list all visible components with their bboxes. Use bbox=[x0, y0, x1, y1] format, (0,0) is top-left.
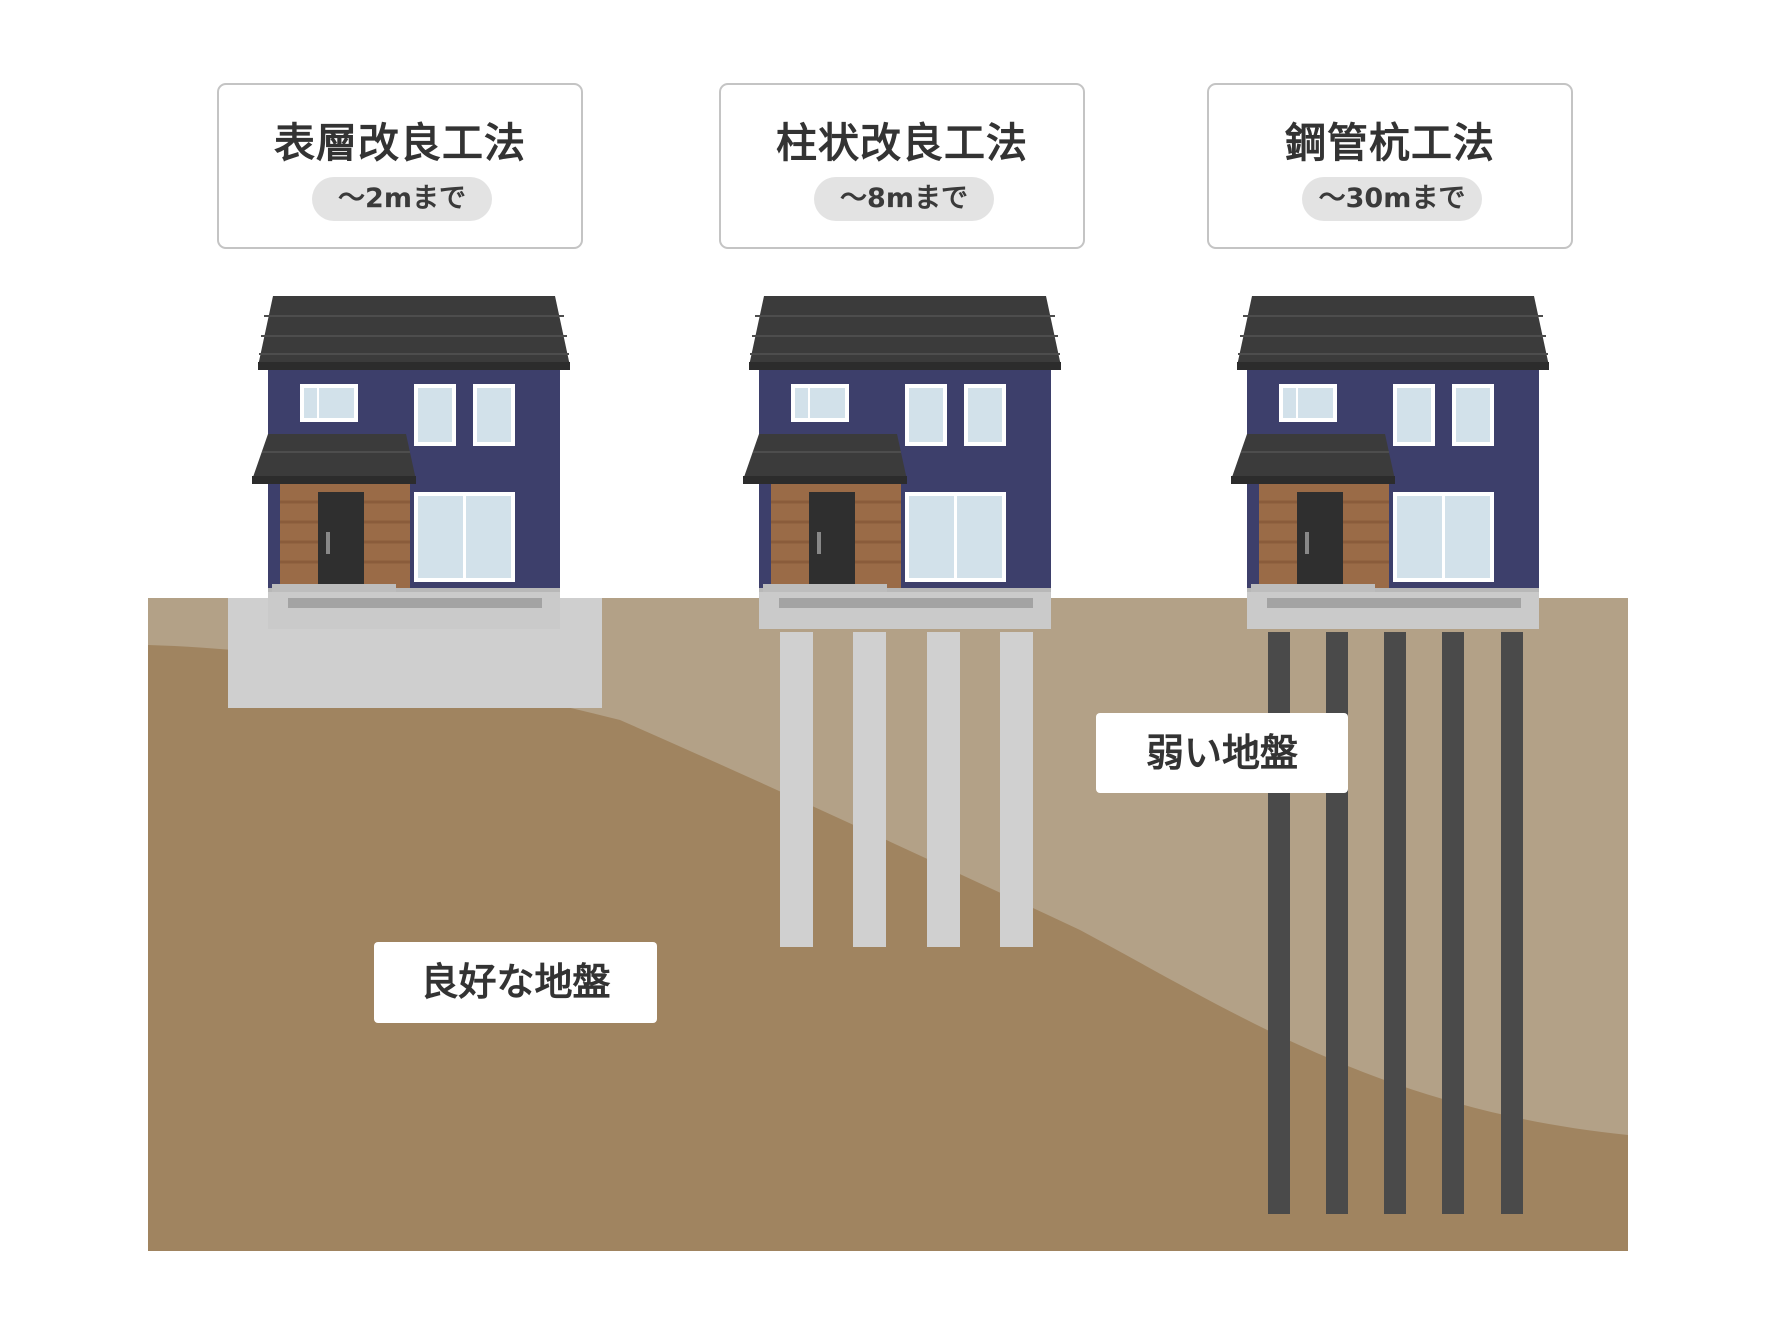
house-surface-method bbox=[250, 294, 572, 631]
method-card-column: 柱状改良工法 ～8mまで bbox=[719, 83, 1085, 249]
good-soil-layer bbox=[148, 645, 1628, 1251]
method-card-pile: 鋼管杭工法 ～30mまで bbox=[1207, 83, 1573, 249]
depth-badge: ～2mまで bbox=[312, 177, 492, 221]
method-title: 柱状改良工法 bbox=[776, 119, 1028, 167]
house-column-method bbox=[741, 294, 1063, 631]
soil-columns bbox=[780, 632, 1033, 947]
steel-pile bbox=[1501, 632, 1523, 1214]
method-card-surface: 表層改良工法 ～2mまで bbox=[217, 83, 583, 249]
method-title: 鋼管杭工法 bbox=[1285, 119, 1495, 167]
house-pile-method bbox=[1229, 294, 1551, 631]
good-ground-label: 良好な地盤 bbox=[374, 942, 657, 1023]
steel-pile bbox=[1384, 632, 1406, 1214]
method-title: 表層改良工法 bbox=[274, 119, 526, 167]
soil-column bbox=[1000, 632, 1033, 947]
soil-column bbox=[780, 632, 813, 947]
soil-column bbox=[927, 632, 960, 947]
weak-ground-label: 弱い地盤 bbox=[1096, 713, 1348, 793]
soil-column bbox=[853, 632, 886, 947]
depth-badge: ～8mまで bbox=[814, 177, 994, 221]
steel-pile bbox=[1442, 632, 1464, 1214]
depth-badge: ～30mまで bbox=[1302, 177, 1482, 221]
